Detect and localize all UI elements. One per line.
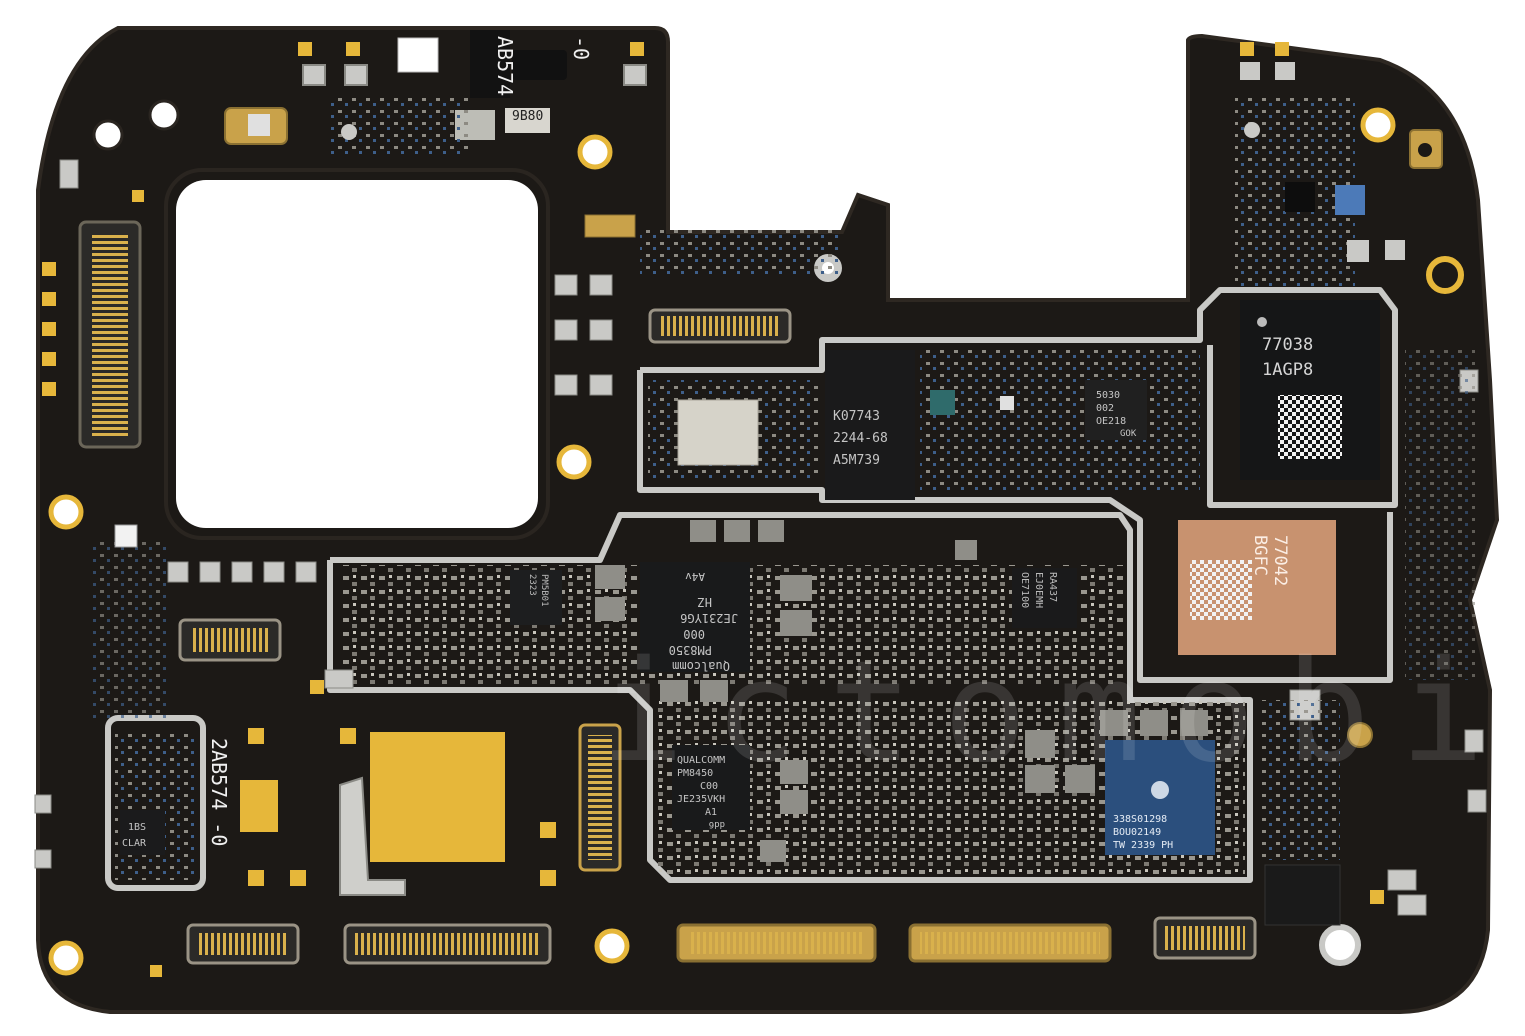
pmic-small-line-3: OE218	[1096, 416, 1126, 427]
right-top-components	[1235, 42, 1464, 295]
qualcomm-pm8450-line-1: QUALCOMM	[677, 755, 725, 766]
pmic-small	[1085, 380, 1147, 440]
antenna-connector	[1347, 722, 1373, 748]
qualcomm-pm8350-line-3: 000	[683, 627, 705, 641]
qualcomm-pm8350-line-4: JE231YG6	[680, 611, 738, 625]
ground-tab	[1264, 864, 1341, 926]
white-component	[114, 524, 138, 548]
apple-chip-line-2: BOU02149	[1113, 827, 1161, 838]
left-ic-line-1: 1BS	[128, 822, 146, 833]
watermark: ictomobile	[600, 631, 1525, 794]
top-board-suffix: -0	[569, 36, 593, 60]
memory-chip-line-2: 2244-68	[833, 431, 888, 446]
chip-77038-datamatrix	[1278, 395, 1342, 459]
chip-77038-line-2: 1AGP8	[1262, 360, 1313, 380]
gold-pads	[150, 680, 1384, 977]
qualcomm-pm8350	[640, 562, 750, 672]
pad-row	[167, 274, 613, 583]
top-components	[224, 30, 840, 275]
left-mid-chip	[510, 570, 562, 625]
mount-holes	[48, 99, 1396, 976]
side-board-label: 2AB574 -0	[207, 738, 231, 846]
chip-77042-line-2: BGFC	[1250, 535, 1270, 576]
mid-chip-line-2: EJ0EMH	[1033, 572, 1044, 608]
silver-chip	[677, 399, 759, 466]
chip-77042-line-1: 77042	[1270, 535, 1290, 586]
left-mid-chip-line-1: PM5B01	[539, 574, 549, 607]
memory-chip-line-1: K07743	[833, 409, 880, 424]
pmic-small-line-1: 5030	[1096, 390, 1120, 401]
qualcomm-pm8350-line-1: Qualcomm	[672, 659, 730, 673]
bottom-connectors	[178, 308, 1257, 965]
mid-chip-line-1: OE7100	[1019, 572, 1030, 608]
silver-bracket	[339, 776, 406, 896]
left-mid-chip-line-2: 2323	[527, 574, 537, 596]
pmic-small-line-4: GOK	[1120, 429, 1137, 439]
qualcomm-pm8450-line-5: A1	[705, 807, 717, 818]
pmic-small-line-2: 002	[1096, 403, 1114, 414]
camera-cutout	[176, 180, 538, 528]
qualcomm-pm8350-line-5: HZ	[698, 595, 712, 609]
apple-chip-line-3: TW 2339 PH	[1113, 840, 1173, 851]
mid-chip-line-3: RA437	[1047, 572, 1058, 602]
left-ic-line-2: CLAR	[122, 838, 147, 849]
qualcomm-pm8450-line-4: JE235VKH	[677, 794, 725, 805]
qualcomm-pm8350-line-2: PM8350	[669, 643, 712, 657]
left-ic	[120, 810, 165, 855]
qualcomm-pm8450-line-3: C00	[700, 781, 718, 792]
small-chip-marking: 9B80	[512, 109, 543, 124]
memory-chip-line-3: A5M739	[833, 453, 880, 468]
top-board-label: AB574	[493, 36, 517, 96]
qualcomm-pm8350-mark: A4v	[685, 570, 705, 583]
inductors	[595, 520, 1208, 862]
apple-chip-line-1: 338S01298	[1113, 814, 1167, 825]
qualcomm-pm8450	[672, 745, 750, 830]
mid-chip	[1012, 568, 1077, 628]
memory-chip	[825, 350, 915, 500]
gold-pads-left	[42, 190, 144, 396]
qualcomm-pm8450-line-2: PM8450	[677, 768, 713, 779]
right-edge-components	[34, 159, 1487, 916]
chip-77038-line-1: 77038	[1262, 335, 1313, 355]
qualcomm-pm8450-mark: dd6	[709, 819, 725, 829]
